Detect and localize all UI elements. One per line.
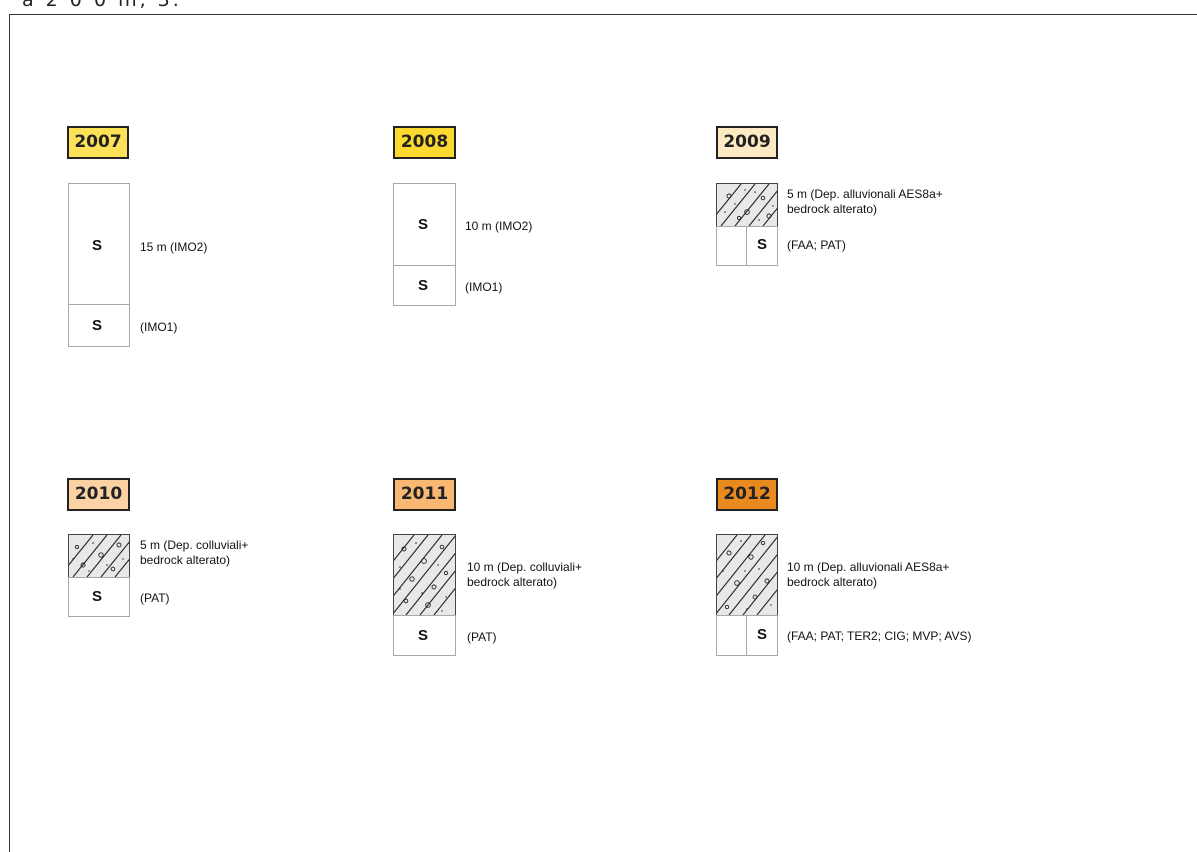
layer-label: (PAT) xyxy=(140,591,170,605)
stratigraphic-layer xyxy=(393,183,456,266)
year-label: 2007 xyxy=(67,126,129,159)
hatched-gravel-layer xyxy=(716,183,778,227)
layer-symbol: S xyxy=(757,626,768,643)
hatched-gravel-layer xyxy=(68,534,130,578)
layer-symbol: S xyxy=(757,236,768,253)
year-label: 2009 xyxy=(716,126,778,159)
layer-symbol: S xyxy=(92,317,103,334)
hatched-gravel-layer xyxy=(393,534,456,616)
stratigraphic-layer xyxy=(68,577,130,617)
year-label: 2011 xyxy=(393,478,456,511)
stratigraphic-layer xyxy=(393,615,456,656)
layer-label: 15 m (IMO2) xyxy=(140,240,208,254)
layer-label: bedrock alterato) xyxy=(787,202,878,216)
layer-label: 10 m (Dep. alluvionali AES8a+ xyxy=(787,560,950,574)
figure-frame xyxy=(9,14,1197,852)
layer-label: (PAT) xyxy=(467,630,497,644)
year-label: 2012 xyxy=(716,478,778,511)
gravel-pattern-icon xyxy=(717,184,777,226)
stratigraphic-layer xyxy=(746,226,778,266)
layer-label: 5 m (Dep. alluvionali AES8a+ xyxy=(787,187,943,201)
header-fragment: a 2 0 0 m, 3. xyxy=(22,0,182,11)
stratigraphic-layer xyxy=(393,265,456,306)
stratigraphic-layer xyxy=(68,183,130,305)
gravel-pattern-icon xyxy=(69,535,129,577)
stratigraphic-layer xyxy=(716,615,747,656)
layer-label: (FAA; PAT; TER2; CIG; MVP; AVS) xyxy=(787,629,972,643)
year-label: 2010 xyxy=(67,478,130,511)
stratigraphic-layer xyxy=(746,615,778,656)
layer-label: (FAA; PAT) xyxy=(787,238,846,252)
layer-symbol: S xyxy=(92,588,103,605)
layer-label: bedrock alterato) xyxy=(140,553,231,567)
layer-label: (IMO1) xyxy=(140,320,178,334)
gravel-pattern-icon xyxy=(394,535,455,615)
layer-label: 5 m (Dep. colluviali+ xyxy=(140,538,249,552)
hatched-gravel-layer xyxy=(716,534,778,616)
stratigraphic-layer xyxy=(716,226,747,266)
layer-symbol: S xyxy=(418,627,429,644)
layer-label: 10 m (Dep. colluviali+ xyxy=(467,560,583,574)
layer-symbol: S xyxy=(418,277,429,294)
layer-symbol: S xyxy=(418,216,429,233)
layer-label: 10 m (IMO2) xyxy=(465,219,533,233)
stratigraphic-layer xyxy=(68,304,130,347)
gravel-pattern-icon xyxy=(717,535,777,615)
layer-symbol: S xyxy=(92,237,103,254)
layer-label: (IMO1) xyxy=(465,280,503,294)
layer-label: bedrock alterato) xyxy=(787,575,878,589)
layer-label: bedrock alterato) xyxy=(467,575,558,589)
year-label: 2008 xyxy=(393,126,456,159)
